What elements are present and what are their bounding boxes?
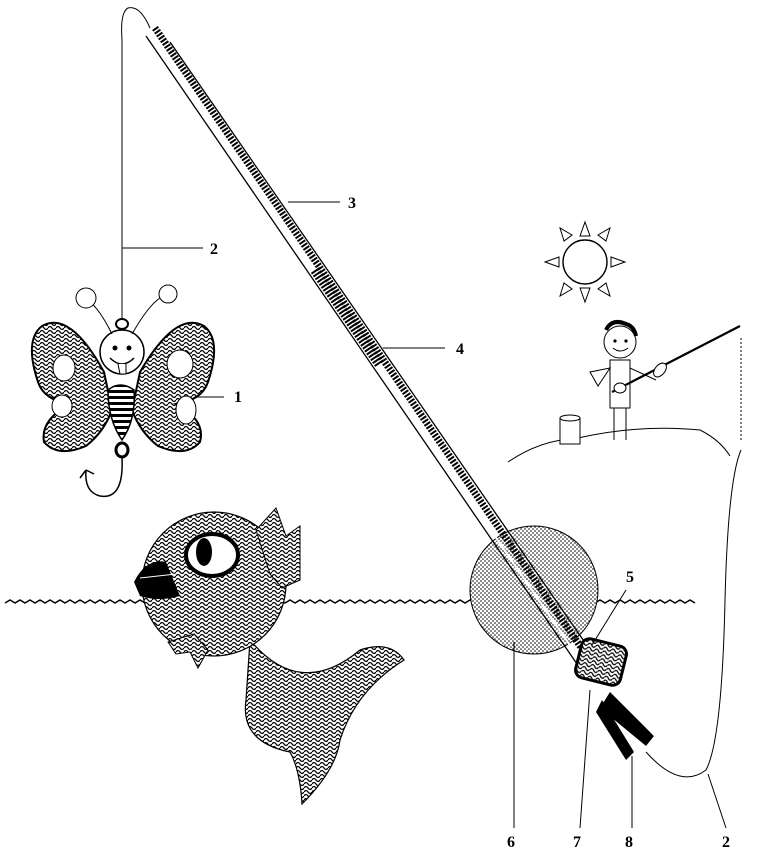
label-rod-outer: 3 bbox=[348, 195, 356, 212]
fishing-line-top bbox=[121, 7, 151, 318]
label-line-guide: 5 bbox=[626, 569, 634, 586]
label-line-bottom: 2 bbox=[722, 834, 730, 851]
label-rod-inner: 4 bbox=[456, 341, 464, 358]
angler-scene bbox=[507, 320, 741, 463]
fishing-rod bbox=[145, 26, 609, 681]
label-bait: 1 bbox=[234, 389, 242, 406]
label-line-top: 2 bbox=[210, 241, 218, 258]
fishing-line-bottom bbox=[645, 449, 742, 778]
reel bbox=[574, 637, 628, 687]
label-reel: 7 bbox=[573, 834, 581, 851]
butterfly-bait bbox=[31, 284, 215, 498]
sun-icon bbox=[543, 220, 627, 304]
fish bbox=[134, 507, 405, 806]
label-handle: 8 bbox=[625, 834, 633, 851]
rod-handle bbox=[596, 689, 661, 760]
label-float-ball: 6 bbox=[507, 834, 515, 851]
